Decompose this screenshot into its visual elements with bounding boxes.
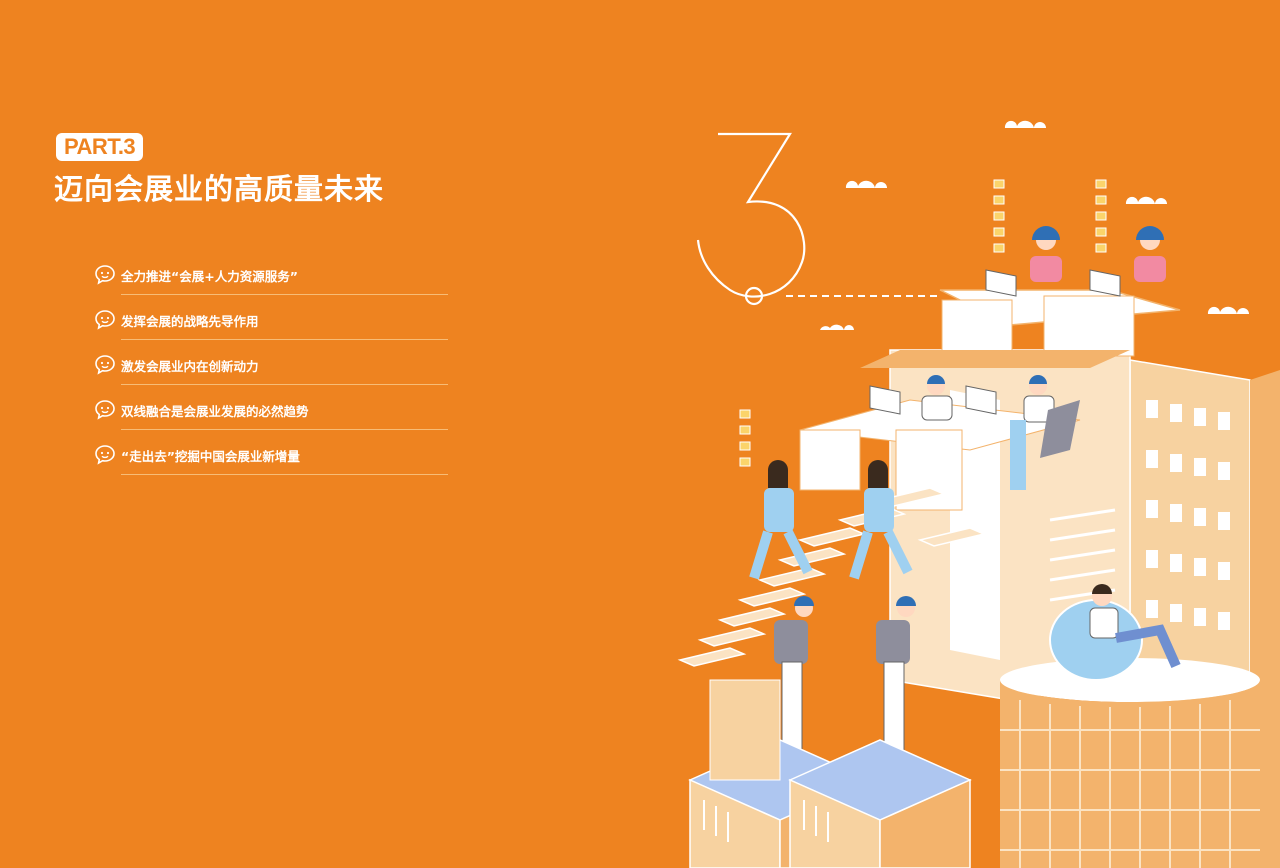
running-people: [749, 460, 913, 580]
speech-bubble-icon: [95, 445, 115, 465]
part-badge: PART.3: [56, 133, 144, 161]
toc-item-label: 全力推进“会展+人力资源服务”: [121, 269, 298, 284]
speech-bubble-icon: [95, 310, 115, 330]
page-title: 迈向会展业的高质量未来: [54, 172, 385, 206]
number-dot: [744, 286, 764, 306]
round-building: [1000, 584, 1260, 868]
clouds: [820, 120, 1249, 330]
toc-item-label: “走出去”挖掘中国会展业新增量: [121, 449, 300, 464]
toc-item[interactable]: 发挥会展的战略先导作用: [95, 295, 448, 340]
rooftop-offices: [860, 226, 1181, 368]
toc-item-label: 双线融合是会展业发展的必然趋势: [121, 404, 309, 419]
lower-buildings: [688, 679, 972, 868]
toc-item[interactable]: 激发会展业内在创新动力: [95, 340, 448, 385]
office-building-illustration: [677, 120, 1280, 868]
toc-item-label: 激发会展业内在创新动力: [121, 359, 259, 374]
speech-bubble-icon: [95, 265, 115, 285]
toc-item[interactable]: 双线融合是会展业发展的必然趋势: [95, 385, 448, 430]
toc-item[interactable]: “走出去”挖掘中国会展业新增量: [95, 430, 448, 475]
floating-documents: [739, 179, 1107, 467]
section-number-3: [696, 132, 806, 298]
toc-item[interactable]: 全力推进“会展+人力资源服务”: [95, 250, 448, 295]
table-of-contents: 全力推进“会展+人力资源服务” 发挥会展的战略先导作用 激发会展业内在创新动力 …: [95, 250, 448, 475]
middle-floor-desks: [799, 375, 1081, 511]
speech-bubble-icon: [95, 400, 115, 420]
toc-item-label: 发挥会展的战略先导作用: [121, 314, 259, 329]
walking-people: [774, 596, 916, 753]
speech-bubble-icon: [95, 355, 115, 375]
